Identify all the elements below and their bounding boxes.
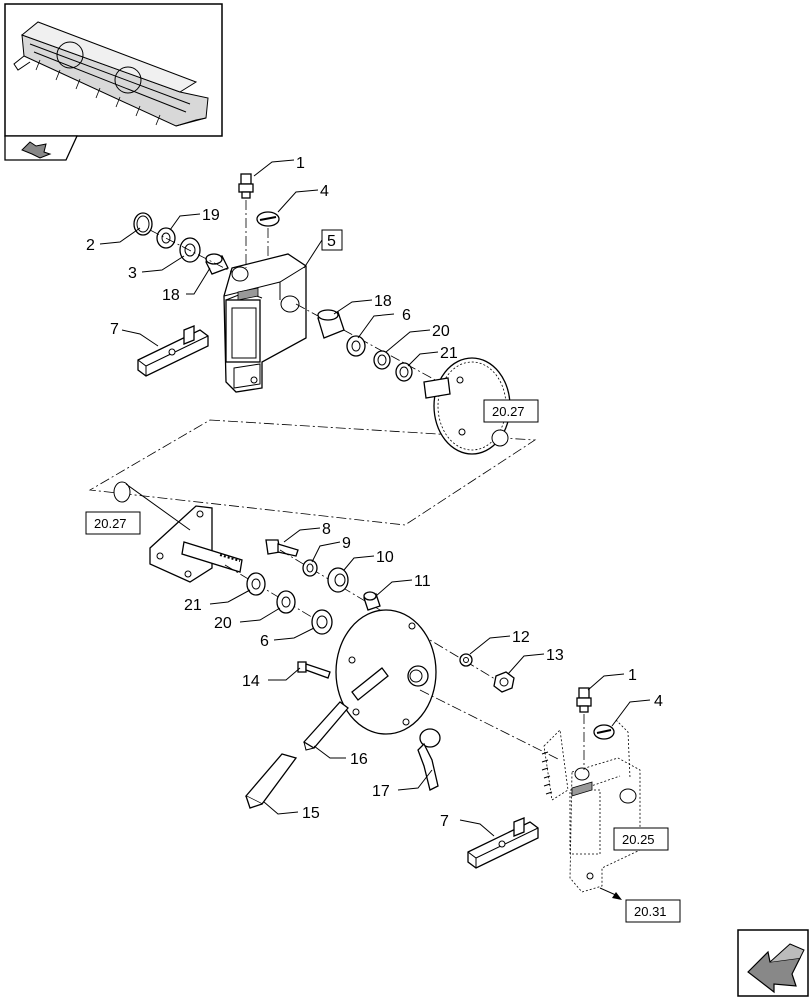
callout-17: 17: [372, 783, 390, 800]
lower-disc-part: [335, 609, 437, 735]
grease-nipple-part: [238, 173, 254, 199]
reference-box-20-27-upper[interactable]: 20.27: [483, 399, 539, 423]
washer-part-20-lower: [276, 590, 296, 614]
callout-4-top: 4: [320, 183, 329, 200]
washer-part-21: [395, 362, 413, 382]
spacer-part: [363, 591, 381, 611]
callout-3: 3: [128, 265, 137, 282]
cap-part: [256, 211, 280, 227]
page-turn-arrow-icon[interactable]: [737, 929, 809, 997]
callout-11: 11: [414, 573, 431, 590]
callout-15: 15: [302, 805, 320, 822]
callout-20-top: 20: [432, 323, 450, 340]
callout-2: 2: [86, 237, 95, 254]
callout-6-top: 6: [402, 307, 411, 324]
washer-part-6: [346, 335, 366, 357]
sleeve-part-right: [317, 309, 345, 339]
assembly-outline: [88, 419, 537, 526]
reference-box-20-27-left[interactable]: 20.27: [85, 511, 141, 535]
callout-12: 12: [512, 629, 530, 646]
cap-part-lower: [593, 724, 615, 740]
callout-1-top: 1: [296, 155, 305, 172]
circlip-part: [133, 212, 153, 236]
bushing-part-10: [327, 567, 349, 593]
grease-nipple-part-lower: [576, 687, 592, 713]
lever-part: [302, 701, 349, 751]
screw-part: [297, 661, 331, 679]
upper-disc-part: [423, 357, 511, 455]
washer-part-20: [373, 350, 391, 370]
reference-box-20-25[interactable]: 20.25: [613, 827, 669, 851]
washer-part-6-lower: [311, 609, 333, 635]
callout-5-box: 5: [321, 229, 343, 251]
bushing-part: [179, 237, 201, 263]
nut-part: [493, 671, 515, 693]
callout-8: 8: [322, 521, 331, 538]
callout-18-right: 18: [374, 293, 392, 310]
upper-bracket-part: [223, 253, 307, 393]
callout-7-top: 7: [110, 321, 119, 338]
bolt-part: [265, 539, 299, 557]
washer-part: [156, 227, 176, 249]
callout-14: 14: [242, 673, 260, 690]
callout-19: 19: [202, 207, 220, 224]
reference-label: 20.27: [492, 404, 525, 419]
washer-part-12: [459, 653, 473, 667]
mount-plate-part: [113, 481, 243, 583]
callout-16: 16: [350, 751, 368, 768]
callout-21-top: 21: [440, 345, 458, 362]
reference-label: 20.27: [94, 516, 127, 531]
callout-18-left: 18: [162, 287, 180, 304]
clip-part-upper: [137, 325, 209, 377]
handle-part: [417, 728, 441, 791]
combine-header-icon: [13, 21, 209, 127]
washer-part-21-lower: [246, 572, 266, 596]
washer-part-9: [302, 559, 318, 577]
callout-20-lower: 20: [214, 615, 232, 632]
lower-bracket-part: [541, 719, 641, 893]
reference-label: 20.31: [634, 904, 667, 919]
arrow-nav-icon[interactable]: [4, 135, 79, 161]
callout-10: 10: [376, 549, 394, 566]
callout-9: 9: [342, 535, 351, 552]
callout-21-lower: 21: [184, 597, 202, 614]
callout-5: 5: [327, 233, 336, 250]
callout-1-lower: 1: [628, 667, 637, 684]
reference-box-20-31[interactable]: 20.31: [625, 899, 681, 923]
callout-13: 13: [546, 647, 564, 664]
block-part: [244, 753, 298, 809]
callout-7-lower: 7: [440, 813, 449, 830]
header-thumbnail[interactable]: [4, 3, 223, 137]
callout-6-lower: 6: [260, 633, 269, 650]
leader-lines: [99, 159, 651, 900]
reference-label: 20.25: [622, 832, 655, 847]
callout-4-lower: 4: [654, 693, 663, 710]
clip-part-lower: [467, 817, 539, 869]
